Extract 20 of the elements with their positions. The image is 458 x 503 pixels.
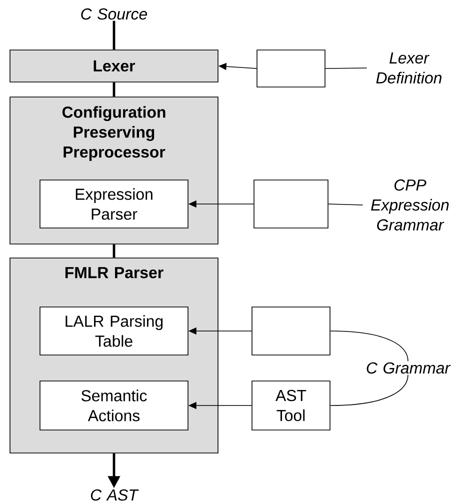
connector-line bbox=[330, 374, 408, 406]
tool-box bbox=[256, 50, 326, 88]
flow-label: Lexer Definition bbox=[376, 52, 442, 84]
component-box: Semantic Actions bbox=[40, 380, 188, 430]
flow-label: C Source bbox=[81, 8, 148, 20]
tool-box bbox=[254, 180, 328, 228]
connector-line bbox=[330, 330, 408, 362]
flow-label: C Grammar bbox=[366, 362, 451, 374]
component-box: Expression Parser bbox=[40, 180, 188, 228]
component-box: LALR Parsing Table bbox=[40, 306, 188, 356]
component-box: AST Tool bbox=[252, 380, 330, 430]
connector-line bbox=[112, 82, 116, 97]
connector-line bbox=[112, 244, 116, 258]
flow-label: C AST bbox=[90, 489, 139, 501]
connector-line bbox=[112, 20, 116, 50]
connector-line bbox=[325, 68, 368, 69]
stage-box: Lexer bbox=[10, 50, 218, 82]
tool-box bbox=[252, 306, 330, 356]
flow-label: CPP Expression Grammar bbox=[371, 179, 449, 231]
connector-line bbox=[328, 204, 364, 206]
